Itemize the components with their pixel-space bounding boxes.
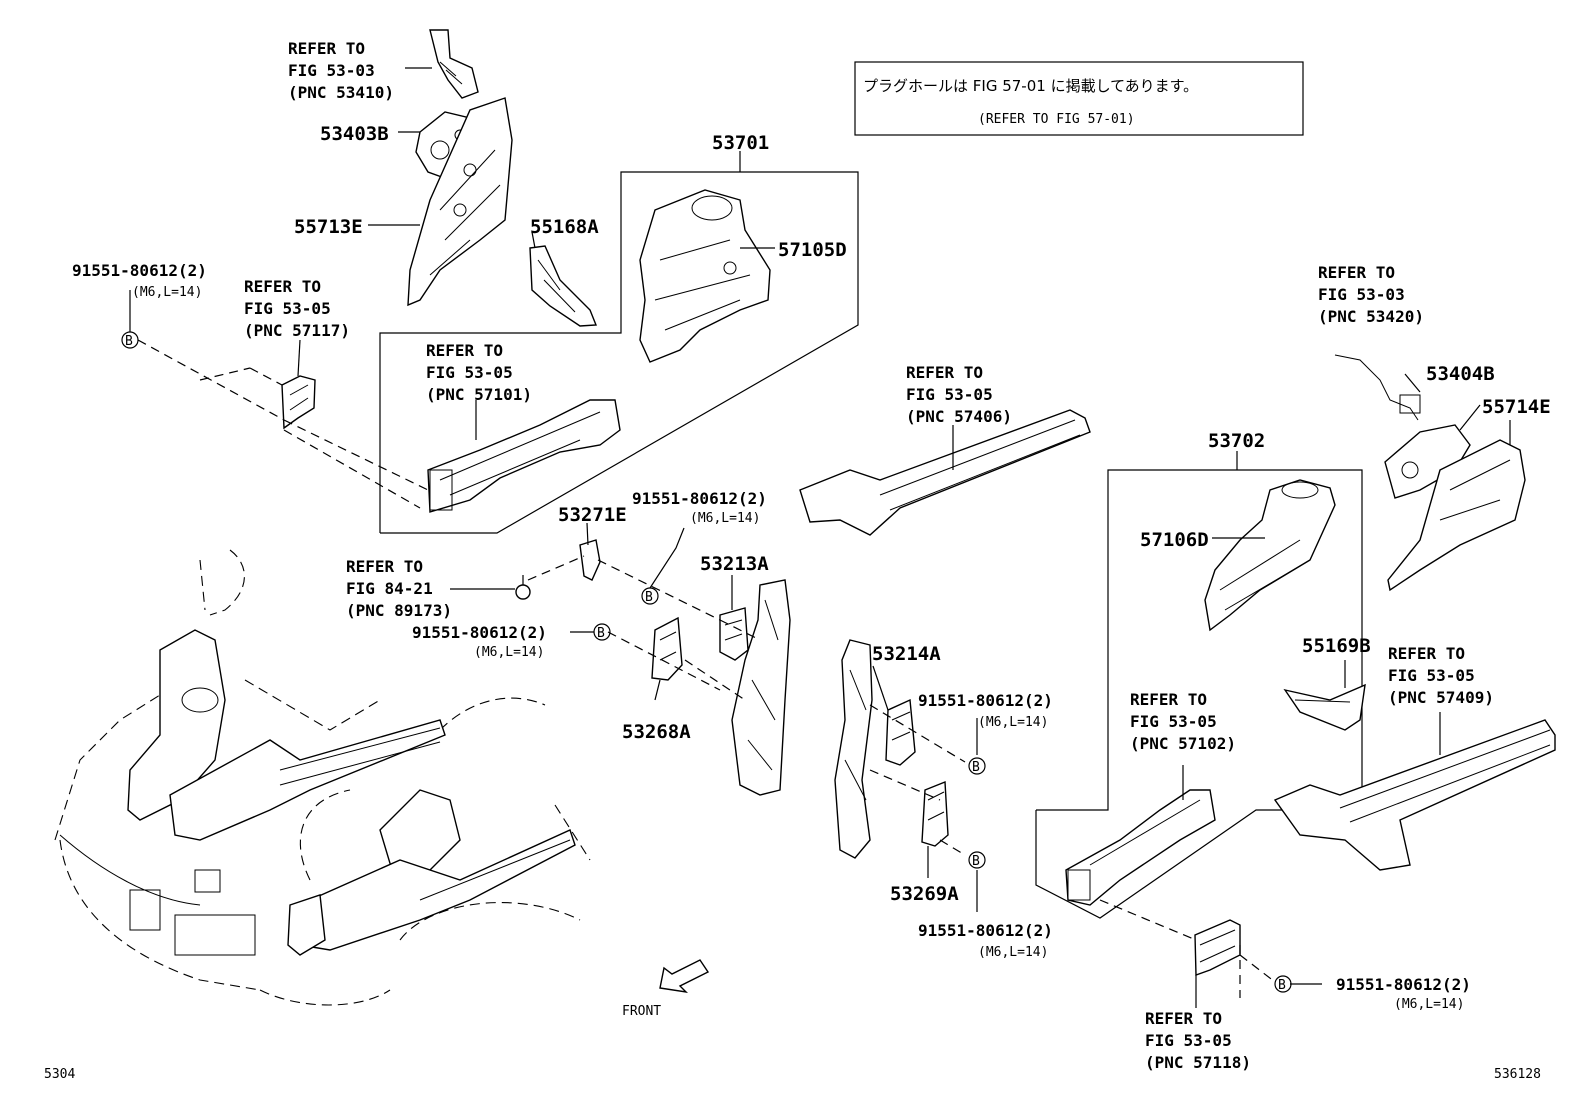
- svg-text:B: B: [597, 626, 605, 641]
- illustration-code: 536128: [1494, 1067, 1541, 1082]
- callout-labels: REFER TO FIG 53-03 (PNC 53410) 53403B 55…: [72, 39, 1551, 1072]
- callout-55713e: 55713E: [294, 216, 363, 238]
- bolt-markers: B B B B B B: [121, 331, 1292, 993]
- bolt-marker-4: B: [968, 757, 986, 775]
- callout-ref-57118: REFER TO FIG 53-05 (PNC 57118): [1145, 1009, 1251, 1072]
- callout-53403b: 53403B: [320, 123, 389, 145]
- part-55168a-shape: [529, 245, 598, 327]
- part-57409-shape: [1273, 719, 1556, 871]
- callout-53702: 53702: [1208, 430, 1265, 452]
- part-57102-shape: [1065, 789, 1216, 906]
- part-53410-shape: [429, 29, 479, 99]
- note-en: (REFER TO FIG 57-01): [978, 112, 1135, 127]
- part-53269a-shape: [921, 780, 949, 847]
- part-57118-shape: [1194, 919, 1241, 976]
- vehicle-illustration: [54, 549, 591, 1006]
- callout-53268a: 53268A: [622, 721, 691, 743]
- leader-lines: [129, 67, 1511, 1008]
- callout-ref-57102: REFER TO FIG 53-05 (PNC 57102): [1130, 690, 1236, 753]
- part-53420-shape: [1334, 354, 1421, 421]
- svg-text:B: B: [1278, 978, 1286, 993]
- page-code: 5304: [44, 1067, 75, 1082]
- callout-bolt-1: 91551-80612(2) (M6,L=14): [72, 261, 217, 300]
- part-53404b-shape: [1384, 424, 1471, 499]
- callout-53214a: 53214A: [872, 643, 941, 665]
- part-53214a-shape: [885, 698, 916, 766]
- part-55169b-shape: [1283, 683, 1366, 731]
- callout-ref-57117: REFER TO FIG 53-05 (PNC 57117): [244, 277, 350, 340]
- bolt-marker-5: B: [968, 851, 986, 869]
- svg-text:B: B: [972, 760, 980, 775]
- part-53213a-shape: [719, 607, 749, 661]
- assembly-box-53701: [379, 151, 859, 534]
- callout-53213a: 53213A: [700, 553, 769, 575]
- callout-55714e: 55714E: [1482, 396, 1551, 418]
- callout-bolt-4: 91551-80612(2) (M6,L=14): [918, 691, 1063, 730]
- callout-53269a: 53269A: [890, 883, 959, 905]
- callout-55168a: 55168A: [530, 216, 599, 238]
- part-57105d-shape: [639, 189, 771, 363]
- svg-text:B: B: [972, 854, 980, 869]
- bolt-marker-2: B: [641, 587, 659, 605]
- bolt-marker-3: B: [593, 623, 611, 641]
- callout-ref-53420: REFER TO FIG 53-03 (PNC 53420): [1318, 263, 1424, 326]
- callout-ref-57101: REFER TO FIG 53-05 (PNC 57101): [426, 341, 532, 404]
- note-jp: プラグホールは FIG 57-01 に掲載してあります。: [863, 77, 1198, 95]
- callout-53701: 53701: [712, 132, 769, 154]
- svg-text:B: B: [125, 334, 133, 349]
- callout-ref-89173: REFER TO FIG 84-21 (PNC 89173): [346, 557, 452, 620]
- note-box: プラグホールは FIG 57-01 に掲載してあります。 (REFER TO F…: [854, 61, 1304, 136]
- callout-53271e: 53271E: [558, 504, 627, 526]
- part-57106d-shape: [1204, 479, 1336, 632]
- callout-ref-57406: REFER TO FIG 53-05 (PNC 57406): [906, 363, 1012, 426]
- part-57117-shape: [281, 375, 316, 430]
- front-label: FRONT: [622, 1004, 661, 1019]
- part-57101-shape: [427, 399, 621, 513]
- callout-57106d: 57106D: [1140, 529, 1209, 551]
- callout-bolt-6: 91551-80612(2) (M6,L=14): [1336, 975, 1481, 1012]
- part-support-right-shape: [834, 639, 873, 859]
- callout-57105d: 57105D: [778, 239, 847, 261]
- callout-ref-53410: REFER TO FIG 53-03 (PNC 53410): [288, 39, 394, 102]
- callout-ref-57409: REFER TO FIG 53-05 (PNC 57409): [1388, 644, 1494, 707]
- part-57406-shape: [799, 409, 1091, 536]
- part-55713e-shape: [407, 97, 513, 307]
- callout-bolt-5: 91551-80612(2) (M6,L=14): [918, 921, 1063, 960]
- callout-53404b: 53404B: [1426, 363, 1495, 385]
- callout-bolt-2: 91551-80612(2) (M6,L=14): [632, 489, 777, 526]
- callout-bolt-3: 91551-80612(2) (M6,L=14): [412, 623, 557, 660]
- part-53268a-shape: [651, 616, 683, 681]
- dashed-lines: [137, 339, 1276, 998]
- part-89173-shape: [515, 575, 531, 600]
- bolt-marker-1: B: [121, 331, 139, 349]
- front-arrow: FRONT: [622, 959, 710, 1019]
- svg-text:B: B: [645, 590, 653, 605]
- callout-55169b: 55169B: [1302, 635, 1371, 657]
- bolt-marker-6: B: [1274, 975, 1292, 993]
- part-53271e-shape: [579, 539, 601, 581]
- part-55714e-shape: [1387, 439, 1526, 592]
- part-support-left-shape: [731, 579, 791, 796]
